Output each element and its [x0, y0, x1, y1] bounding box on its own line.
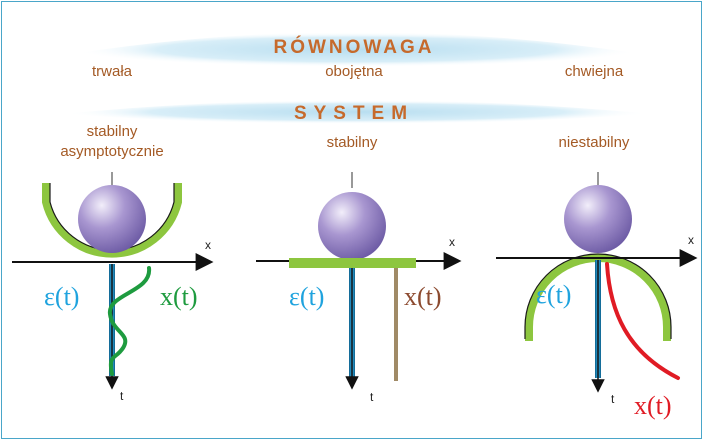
panel-unstable: x t ε(t) x(t) [496, 172, 698, 420]
system-state-asymptotic-line1: stabilny [87, 123, 138, 140]
panel-stable: x t ε(t) x(t) [12, 172, 214, 403]
equilibrium-kind-stable: trwała [92, 63, 133, 80]
hill-support-outer-edge [524, 253, 672, 339]
t-axis-label: t [120, 389, 124, 403]
equilibrium-kind-unstable: chwiejna [565, 63, 624, 80]
system-state-asymptotic-line2: asymptotycznie [60, 143, 163, 160]
x-trajectory-damped [107, 266, 152, 376]
t-axis-label: t [370, 390, 374, 404]
bowl-support [42, 183, 182, 258]
epsilon-label: ε(t) [536, 280, 571, 309]
t-axis-label: t [611, 392, 615, 406]
ball [318, 192, 386, 260]
equilibrium-title: RÓWNOWAGA [273, 36, 434, 58]
x-axis-label: x [205, 238, 211, 252]
x-axis-label: x [688, 233, 694, 247]
panel-neutral: x t ε(t) x(t) [256, 172, 462, 404]
x-axis-label: x [449, 235, 455, 249]
equilibrium-diagram: RÓWNOWAGA trwała obojętna chwiejna SYSTE… [12, 32, 698, 420]
x-trajectory-label: x(t) [634, 391, 672, 420]
x-trajectory-diverging [605, 262, 680, 380]
header-band-top [72, 32, 642, 67]
ball [564, 185, 632, 253]
equilibrium-kind-neutral: obojętna [325, 63, 383, 80]
epsilon-label: ε(t) [289, 282, 324, 311]
system-state-unstable: niestabilny [559, 134, 630, 151]
x-trajectory-label: x(t) [160, 282, 198, 311]
header-band-bottom [62, 100, 652, 124]
ball [78, 185, 146, 253]
flat-support [289, 258, 416, 268]
system-state-stable: stabilny [327, 134, 378, 151]
x-trajectory-label: x(t) [404, 282, 442, 311]
epsilon-label: ε(t) [44, 282, 79, 311]
system-title: SYSTEM [294, 103, 414, 124]
